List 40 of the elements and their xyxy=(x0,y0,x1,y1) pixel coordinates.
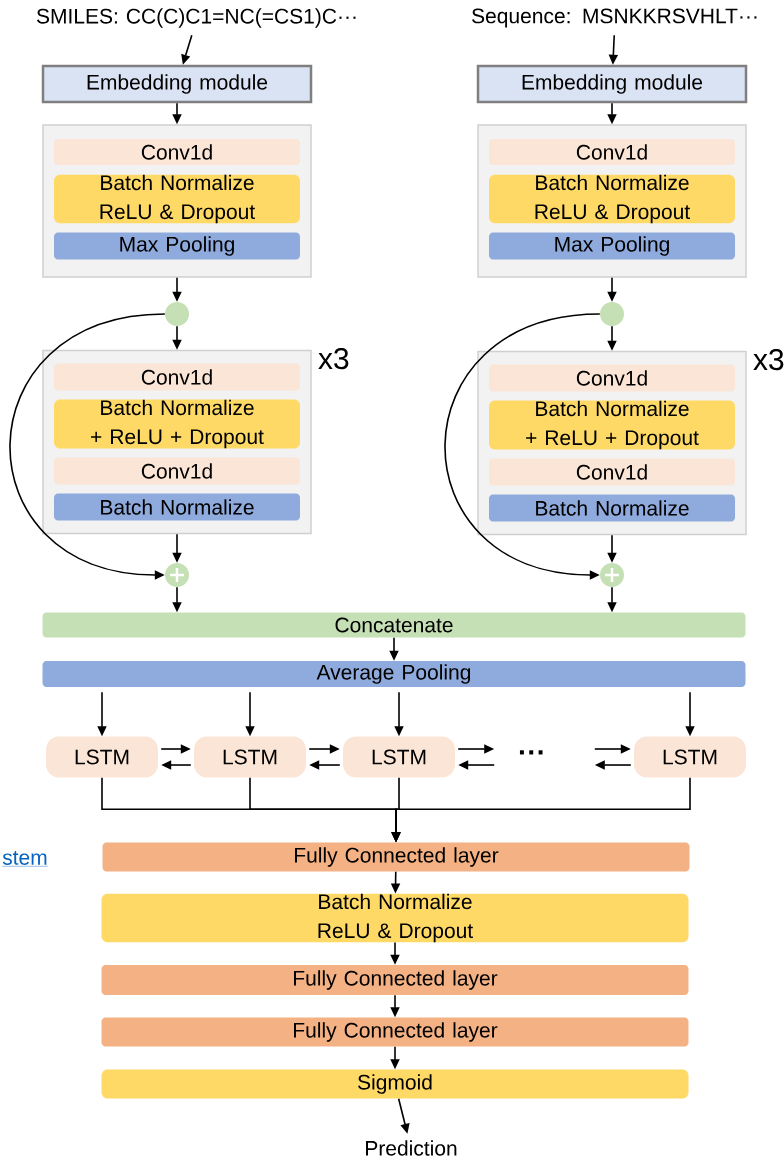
layer-box: Batch Normalize ReLU & Dropout xyxy=(489,174,735,224)
lstm-box: LSTM xyxy=(194,736,306,778)
layer-box: Batch Normalize ReLU & Dropout xyxy=(101,893,689,943)
lstm-box: LSTM xyxy=(343,736,455,778)
layer-box: Batch Normalize xyxy=(54,493,300,521)
layer-box: Concatenate xyxy=(42,612,746,638)
repeat-label: x3 xyxy=(753,348,784,371)
sum-circle xyxy=(165,563,189,587)
layer-box: Conv1d xyxy=(54,363,300,391)
layer-box: Conv1d xyxy=(54,139,300,165)
layer-box: Max Pooling xyxy=(489,232,735,260)
input-text: Sequence: MSNKKRSVHLT··· xyxy=(472,8,757,28)
layer-box: Sigmoid xyxy=(101,1069,689,1099)
layer-box: Fully Connected layer xyxy=(101,1017,689,1047)
repeat-label: x3 xyxy=(318,347,349,370)
layer-box: Fully Connected layer xyxy=(101,965,689,995)
embedding-box: Embedding module xyxy=(476,64,748,104)
layer-box: Max Pooling xyxy=(54,232,300,260)
layer-box: Conv1d xyxy=(54,457,300,485)
lstm-box: LSTM xyxy=(46,736,158,778)
lstm-box: LSTM xyxy=(634,736,746,778)
arrow xyxy=(9,313,166,580)
layer-box: Conv1d xyxy=(489,139,735,165)
layer-box: Batch Normalize + ReLU + Dropout xyxy=(489,400,735,450)
link-text: stem xyxy=(2,851,48,867)
layer-box: Batch Normalize + ReLU + Dropout xyxy=(54,399,300,449)
embedding-box: Embedding module xyxy=(41,64,313,104)
layer-box: Batch Normalize ReLU & Dropout xyxy=(54,174,300,224)
junction-circle xyxy=(600,302,624,326)
layer-box: Conv1d xyxy=(489,364,735,392)
sum-circle xyxy=(600,563,624,587)
layer-box: Conv1d xyxy=(489,458,735,486)
layer-box: Fully Connected layer xyxy=(102,842,690,872)
junction-circle xyxy=(165,302,189,326)
input-text: SMILES: CC(C)C1=NC(=CS1)C··· xyxy=(36,8,356,28)
layer-box: Average Pooling xyxy=(42,661,746,687)
layer-box: Batch Normalize xyxy=(489,494,735,522)
arrow xyxy=(444,313,601,580)
input-text: Prediction xyxy=(366,1140,457,1156)
ellipsis-label: ··· xyxy=(519,750,543,755)
